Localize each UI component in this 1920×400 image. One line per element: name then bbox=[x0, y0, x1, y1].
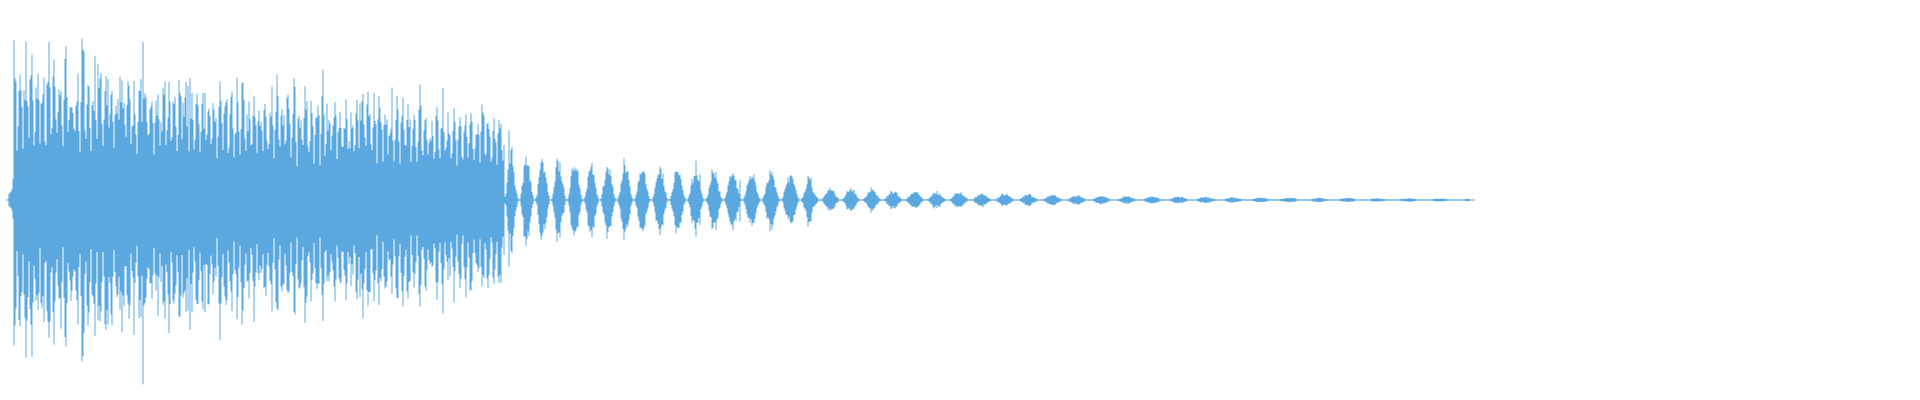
waveform-peaks bbox=[7, 38, 1470, 385]
